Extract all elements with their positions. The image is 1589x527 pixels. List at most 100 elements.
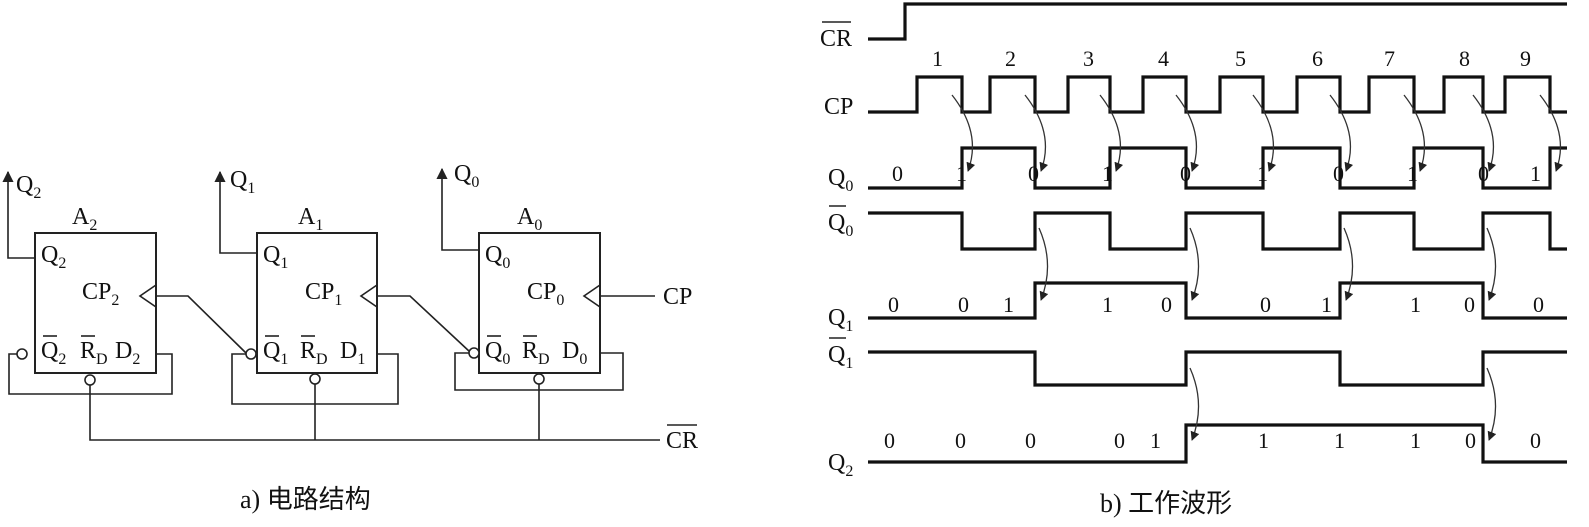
q2-value: 1 — [1334, 428, 1345, 453]
q2-output-label: Q2 — [16, 172, 41, 202]
flip-flop-a1: A1 Q1 CP1 Q1 RD D1 — [256, 204, 378, 374]
output-wires: Q2 Q1 Q0 — [2, 161, 479, 259]
q0-trace — [868, 146, 1567, 190]
ff-a0-qn-pin: Q0 — [485, 338, 510, 368]
trigger-arrow — [1472, 94, 1497, 172]
q1-value: 1 — [1102, 292, 1113, 317]
q0-value: 1 — [1407, 161, 1418, 186]
pulse-number: 5 — [1235, 46, 1246, 71]
q2-value: 1 — [1258, 428, 1269, 453]
q1n-to-cp2-wire — [156, 295, 247, 354]
pulse-number: 8 — [1459, 46, 1470, 71]
q0n-to-cp1-wire — [377, 295, 471, 353]
ff-a2-qn-bubble — [16, 348, 28, 360]
q0-value: 1 — [956, 161, 967, 186]
ff-a2-cp-pin: CP2 — [82, 279, 119, 309]
trigger-arrow — [1329, 94, 1354, 172]
trigger-arrows — [951, 94, 1564, 441]
q2-value: 0 — [1114, 428, 1125, 453]
trigger-arrow — [1486, 227, 1497, 301]
flip-flop-a0: A0 Q0 CP0 Q0 RD D0 — [478, 204, 601, 374]
ff-a0-body — [478, 232, 601, 374]
ff-a1-name: A1 — [298, 204, 323, 234]
q2-value: 0 — [1465, 428, 1476, 453]
cp-trace — [868, 75, 1567, 114]
q0-bar-trace — [868, 211, 1567, 251]
ff-a2-name: A2 — [72, 204, 97, 234]
ff-a0-d-pin: D0 — [562, 338, 587, 368]
q0-value: 0 — [892, 161, 903, 186]
ff-a0-qn-bubble — [468, 347, 480, 359]
q1-value: 1 — [1410, 292, 1421, 317]
q2-value: 0 — [884, 428, 895, 453]
q0-value: 0 — [1333, 161, 1344, 186]
ff-a1-d-pin: D1 — [340, 338, 365, 368]
q2-output-wire — [2, 170, 35, 259]
q2-value: 1 — [1410, 428, 1421, 453]
q2-value: 0 — [1025, 428, 1036, 453]
q0-value: 1 — [1102, 161, 1113, 186]
signal-label-cp: CP — [824, 94, 853, 120]
ff-a1-qn-bubble — [245, 348, 257, 360]
ff-a1-cp-pin: CP1 — [305, 279, 342, 309]
signal-traces — [868, 2, 1567, 464]
pulse-number: 2 — [1005, 46, 1016, 71]
ff-a2-clock-triangle — [138, 284, 157, 308]
q1-value: 0 — [1161, 292, 1172, 317]
ff-a2-qn-pin: Q2 — [41, 338, 66, 368]
cr-bus-wire — [89, 385, 660, 441]
q2-value: 0 — [1530, 428, 1541, 453]
cp-input-label: CP — [663, 284, 692, 310]
reset-bus: CR — [84, 373, 698, 454]
ff-a2-q-pin: Q2 — [41, 242, 66, 272]
trigger-arrow — [1486, 367, 1497, 441]
q0-output-wire — [436, 167, 479, 251]
ff-a0-cp-pin: CP0 — [527, 279, 564, 309]
circuit-caption: a) 电路结构 — [240, 485, 371, 514]
trigger-arrow — [1189, 227, 1200, 301]
signal-labels: CR CP Q0 Q0 Q1 Q1 Q2 — [820, 21, 853, 480]
pulse-number: 4 — [1158, 46, 1169, 71]
signal-label-q0: Q0 — [828, 165, 853, 195]
trigger-arrow — [1403, 94, 1428, 172]
trigger-arrow — [1539, 94, 1564, 172]
q1-trace — [868, 281, 1567, 320]
ff-a1-rd-pin: RD — [300, 338, 328, 368]
q1-value: 1 — [1321, 292, 1332, 317]
trigger-arrow — [1343, 227, 1354, 301]
ff-a2-rd-bubble — [84, 374, 96, 386]
q1-output-label: Q1 — [230, 167, 255, 197]
q1-value: 0 — [1533, 292, 1544, 317]
trigger-arrow — [1099, 94, 1124, 172]
q0-value: 0 — [1478, 161, 1489, 186]
ff-a0-name: A0 — [517, 204, 542, 234]
cr-input-label: CR — [666, 428, 698, 454]
signal-label-q0-bar: Q0 — [828, 210, 853, 240]
q1-value: 0 — [888, 292, 899, 317]
q0-output-label: Q0 — [454, 161, 479, 191]
q0-value: 0 — [1180, 161, 1191, 186]
q0-value: 1 — [1257, 161, 1268, 186]
pulse-number: 7 — [1384, 46, 1395, 71]
pulse-number: 3 — [1083, 46, 1094, 71]
q1-bar-trace — [868, 350, 1567, 387]
ff-a0-q-pin: Q0 — [485, 242, 510, 272]
signal-label-q2: Q2 — [828, 450, 853, 480]
ff-a1-qn-pin: Q1 — [263, 338, 288, 368]
flip-flop-a2: A2 Q2 CP2 Q2 RD D2 — [34, 204, 157, 374]
q1-value: 0 — [1464, 292, 1475, 317]
pulse-number: 9 — [1520, 46, 1531, 71]
signal-label-q1-bar: Q1 — [828, 342, 853, 372]
q1-value: 0 — [1260, 292, 1271, 317]
q2-value: 0 — [955, 428, 966, 453]
trigger-arrow — [1175, 94, 1200, 172]
ff-a1-clock-triangle — [359, 284, 378, 308]
pulse-number: 6 — [1312, 46, 1323, 71]
ff-a1-q-pin: Q1 — [263, 242, 288, 272]
cr-trace — [868, 2, 1567, 41]
q1-value: 1 — [1003, 292, 1014, 317]
q2-value: 1 — [1150, 428, 1161, 453]
ff-a2-body — [34, 232, 157, 374]
waveform-caption: b) 工作波形 — [1100, 489, 1232, 518]
